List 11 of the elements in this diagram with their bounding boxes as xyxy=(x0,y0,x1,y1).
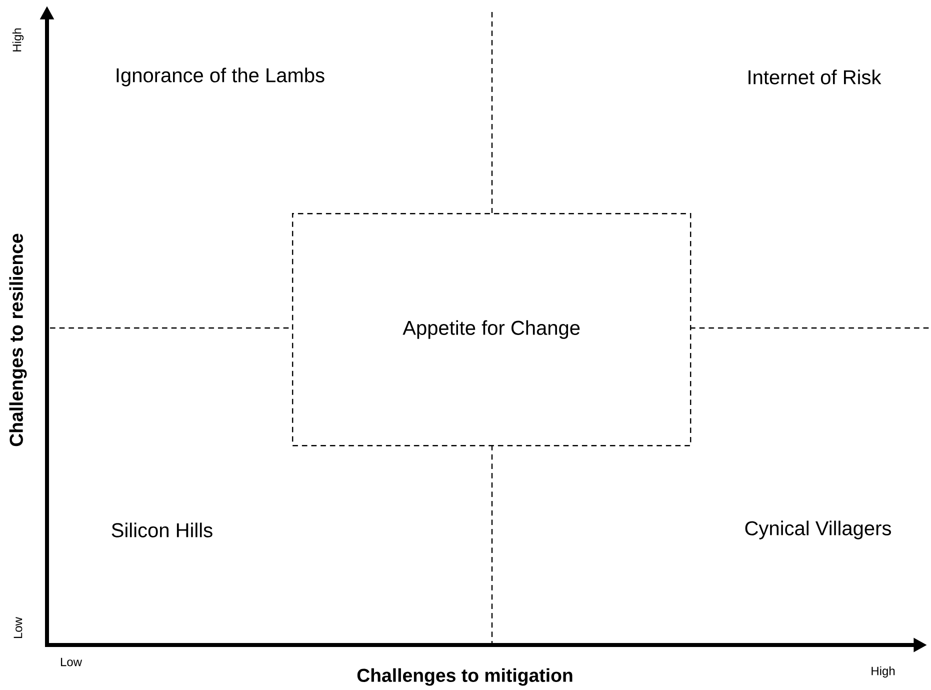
axis-title: Challenges to mitigation xyxy=(357,668,572,686)
quadrant-label: Silicon Hills xyxy=(112,522,212,538)
quadrant-label: Ignorance of the Lambs xyxy=(116,68,324,86)
tick-label: High xyxy=(12,28,24,52)
tick-label: Low xyxy=(60,658,82,666)
quadrant-label: Cynical Villagers xyxy=(745,520,891,540)
tick-label: High xyxy=(872,666,895,678)
quadrant-label: Internet of Risk xyxy=(748,70,882,84)
tick-label: Low xyxy=(14,616,22,638)
dashed-box: Appetite for Change xyxy=(292,213,692,446)
axis-title: Challenges to resilience xyxy=(9,234,27,446)
